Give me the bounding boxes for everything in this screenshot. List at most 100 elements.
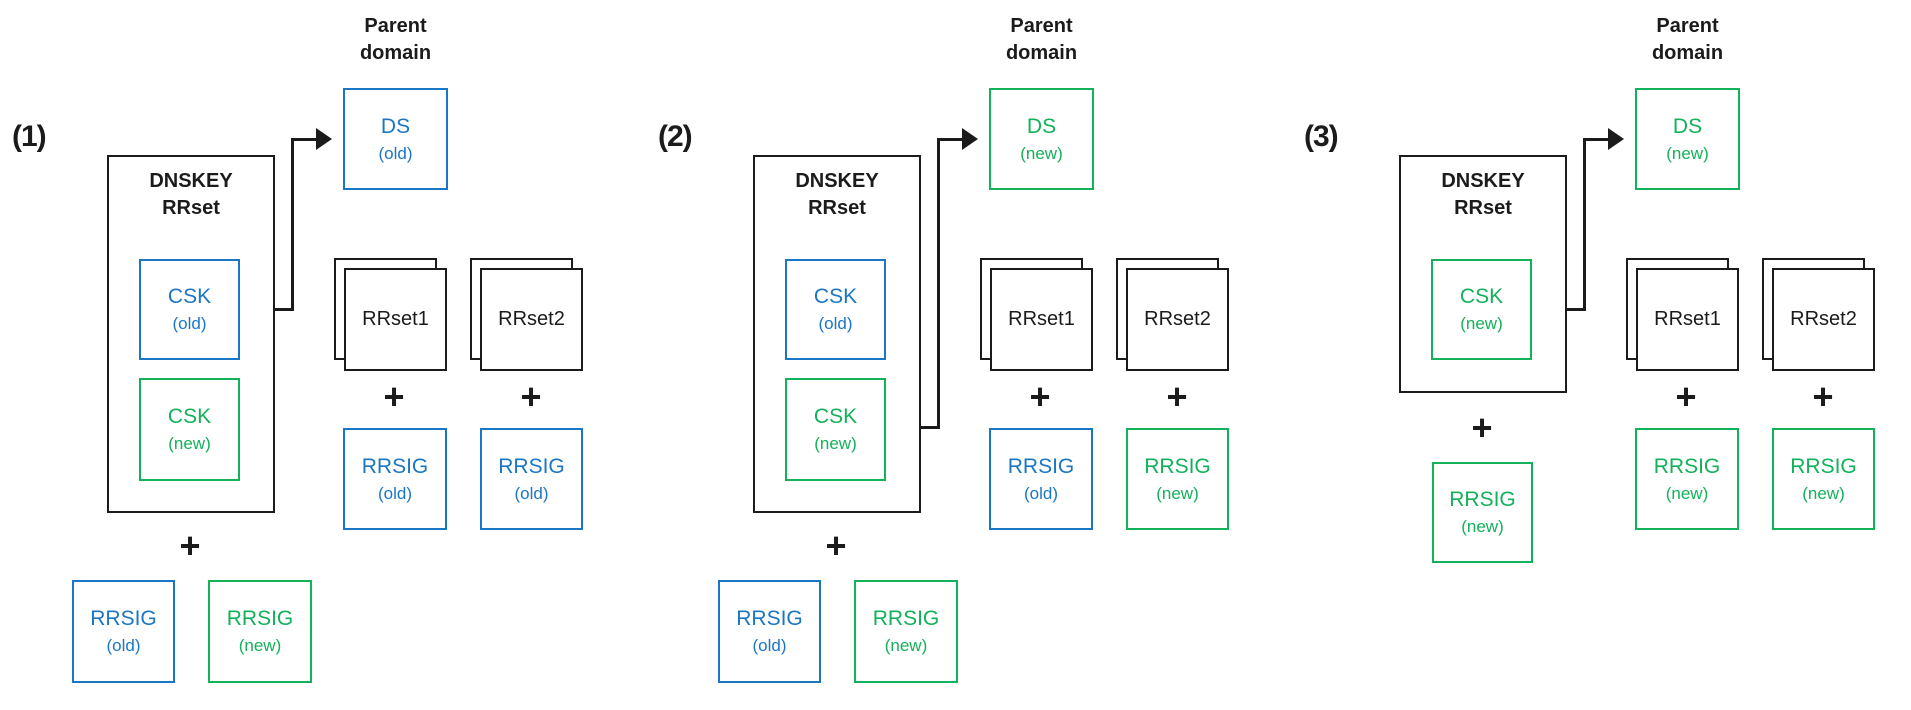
rrsig-state: (new)	[1461, 517, 1504, 536]
arrow-segment-to-ds	[938, 138, 964, 141]
arrow-head-icon	[1608, 128, 1624, 150]
ds-record-box: DS (new)	[1635, 88, 1740, 190]
csk-new-key-box: CSK (new)	[785, 378, 886, 481]
dnskey-title-line1: DNSKEY	[1441, 170, 1525, 192]
csk-old-state: (old)	[818, 314, 853, 333]
ds-label: DS	[1672, 114, 1703, 138]
rrsig-state: (old)	[1023, 483, 1058, 503]
rrset2-box: RRset2	[1772, 268, 1875, 371]
csk-new-label: CSK	[167, 405, 212, 428]
rrsig-label: RRSIG	[1653, 454, 1721, 478]
plus-sign: +	[520, 376, 542, 417]
arrow-head-icon	[962, 128, 978, 150]
csk-new-state: (new)	[1460, 314, 1503, 333]
plus-sign: +	[1166, 376, 1188, 417]
rrsig-state: (new)	[238, 636, 282, 655]
rrsig-label: RRSIG	[736, 607, 803, 630]
ds-label: DS	[380, 114, 411, 138]
csk-old-key-box: CSK (old)	[139, 259, 240, 360]
rrsig-label: RRSIG	[498, 454, 565, 478]
rrset2-label: RRset2	[1790, 308, 1857, 330]
dnskey-rrsig-new-box: RRSIG (new)	[208, 580, 312, 683]
arrow-segment-vertical	[291, 138, 294, 311]
ds-label: DS	[1026, 114, 1057, 138]
plus-sign: +	[1029, 376, 1051, 417]
dnskey-rrset-title: DNSKEY RRset	[107, 168, 275, 222]
csk-new-state: (new)	[168, 434, 211, 453]
rrsig-state: (old)	[106, 636, 141, 655]
rrsig-state: (new)	[1802, 483, 1845, 503]
parent-domain-line1: Parent	[364, 15, 427, 37]
csk-new-key-box: CSK (new)	[139, 378, 240, 481]
csk-old-label: CSK	[813, 285, 858, 308]
parent-domain-line2: domain	[359, 42, 432, 64]
csk-old-key-box: CSK (old)	[785, 259, 886, 360]
ds-state: (new)	[1666, 143, 1709, 163]
rrsig-state: (new)	[1156, 483, 1199, 503]
parent-domain-label: Parent domain	[966, 13, 1117, 67]
rrset2-rrsig-box: RRSIG (new)	[1772, 428, 1875, 530]
arrow-segment-from-csk	[905, 426, 940, 429]
dnskey-rrsig-new-box: RRSIG (new)	[854, 580, 958, 683]
rrset1-box: RRset1	[990, 268, 1093, 371]
csk-new-state: (new)	[814, 434, 857, 453]
rrset2-rrsig-box: RRSIG (new)	[1126, 428, 1229, 530]
rrset2-rrsig-box: RRSIG (old)	[480, 428, 583, 530]
ds-state: (old)	[378, 143, 413, 163]
parent-domain-line2: domain	[1005, 42, 1078, 64]
rrsig-state: (new)	[884, 636, 928, 655]
dnskey-title-line2: RRset	[808, 197, 866, 219]
rrset1-label: RRset1	[362, 308, 429, 330]
rrsig-label: RRSIG	[1007, 454, 1075, 478]
rrset1-rrsig-box: RRSIG (new)	[1635, 428, 1739, 530]
rrsig-label: RRSIG	[90, 607, 157, 630]
rrset2-label: RRset2	[1144, 308, 1211, 330]
rrset2-box: RRset2	[1126, 268, 1229, 371]
rrsig-state: (old)	[377, 483, 412, 503]
csk-new-label: CSK	[813, 405, 858, 428]
dnskey-title-line1: DNSKEY	[795, 170, 879, 192]
dnskey-rrsig-old-box: RRSIG (old)	[72, 580, 175, 683]
stage-1-panel: (1) Parent domain DS (old) DNSKEY RRset …	[0, 0, 620, 710]
dnskey-rrsig-new-box: RRSIG (new)	[1432, 462, 1533, 563]
rrset2-label: RRset2	[498, 308, 565, 330]
dnskey-title-line2: RRset	[1454, 197, 1512, 219]
rrset1-box: RRset1	[1636, 268, 1739, 371]
rrsig-label: RRSIG	[1790, 454, 1857, 478]
rrset2-box: RRset2	[480, 268, 583, 371]
stage-number: (1)	[12, 120, 47, 153]
arrow-segment-vertical	[1583, 138, 1586, 311]
dnskey-title-line1: DNSKEY	[149, 170, 233, 192]
parent-domain-line2: domain	[1651, 42, 1724, 64]
rrsig-state: (new)	[1665, 483, 1709, 503]
rrsig-label: RRSIG	[1144, 454, 1211, 478]
stage-3-panel: (3) Parent domain DS (new) DNSKEY RRset …	[1292, 0, 1911, 710]
rrset1-box: RRset1	[344, 268, 447, 371]
plus-sign: +	[1471, 407, 1493, 448]
rrset1-label: RRset1	[1654, 308, 1721, 330]
parent-domain-line1: Parent	[1656, 15, 1719, 37]
plus-sign: +	[179, 525, 201, 566]
rrsig-state: (old)	[752, 636, 787, 655]
plus-sign: +	[1675, 376, 1697, 417]
rrset1-label: RRset1	[1008, 308, 1075, 330]
csk-old-label: CSK	[167, 285, 212, 308]
rrset1-rrsig-box: RRSIG (old)	[989, 428, 1093, 530]
parent-domain-label: Parent domain	[320, 13, 471, 67]
plus-sign: +	[825, 525, 847, 566]
parent-domain-label: Parent domain	[1612, 13, 1763, 67]
dnskey-rrset-title: DNSKEY RRset	[753, 168, 921, 222]
arrow-segment-to-ds	[1584, 138, 1610, 141]
arrow-segment-vertical	[937, 138, 940, 429]
dnskey-rrset-title: DNSKEY RRset	[1399, 168, 1567, 222]
rrsig-state: (old)	[514, 483, 549, 503]
rrsig-label: RRSIG	[872, 607, 940, 630]
ds-record-box: DS (old)	[343, 88, 448, 190]
stage-number: (3)	[1304, 120, 1339, 153]
parent-domain-line1: Parent	[1010, 15, 1073, 37]
rrsig-label: RRSIG	[1449, 488, 1516, 511]
arrow-head-icon	[316, 128, 332, 150]
rrsig-label: RRSIG	[226, 607, 294, 630]
stage-2-panel: (2) Parent domain DS (new) DNSKEY RRset …	[646, 0, 1266, 710]
